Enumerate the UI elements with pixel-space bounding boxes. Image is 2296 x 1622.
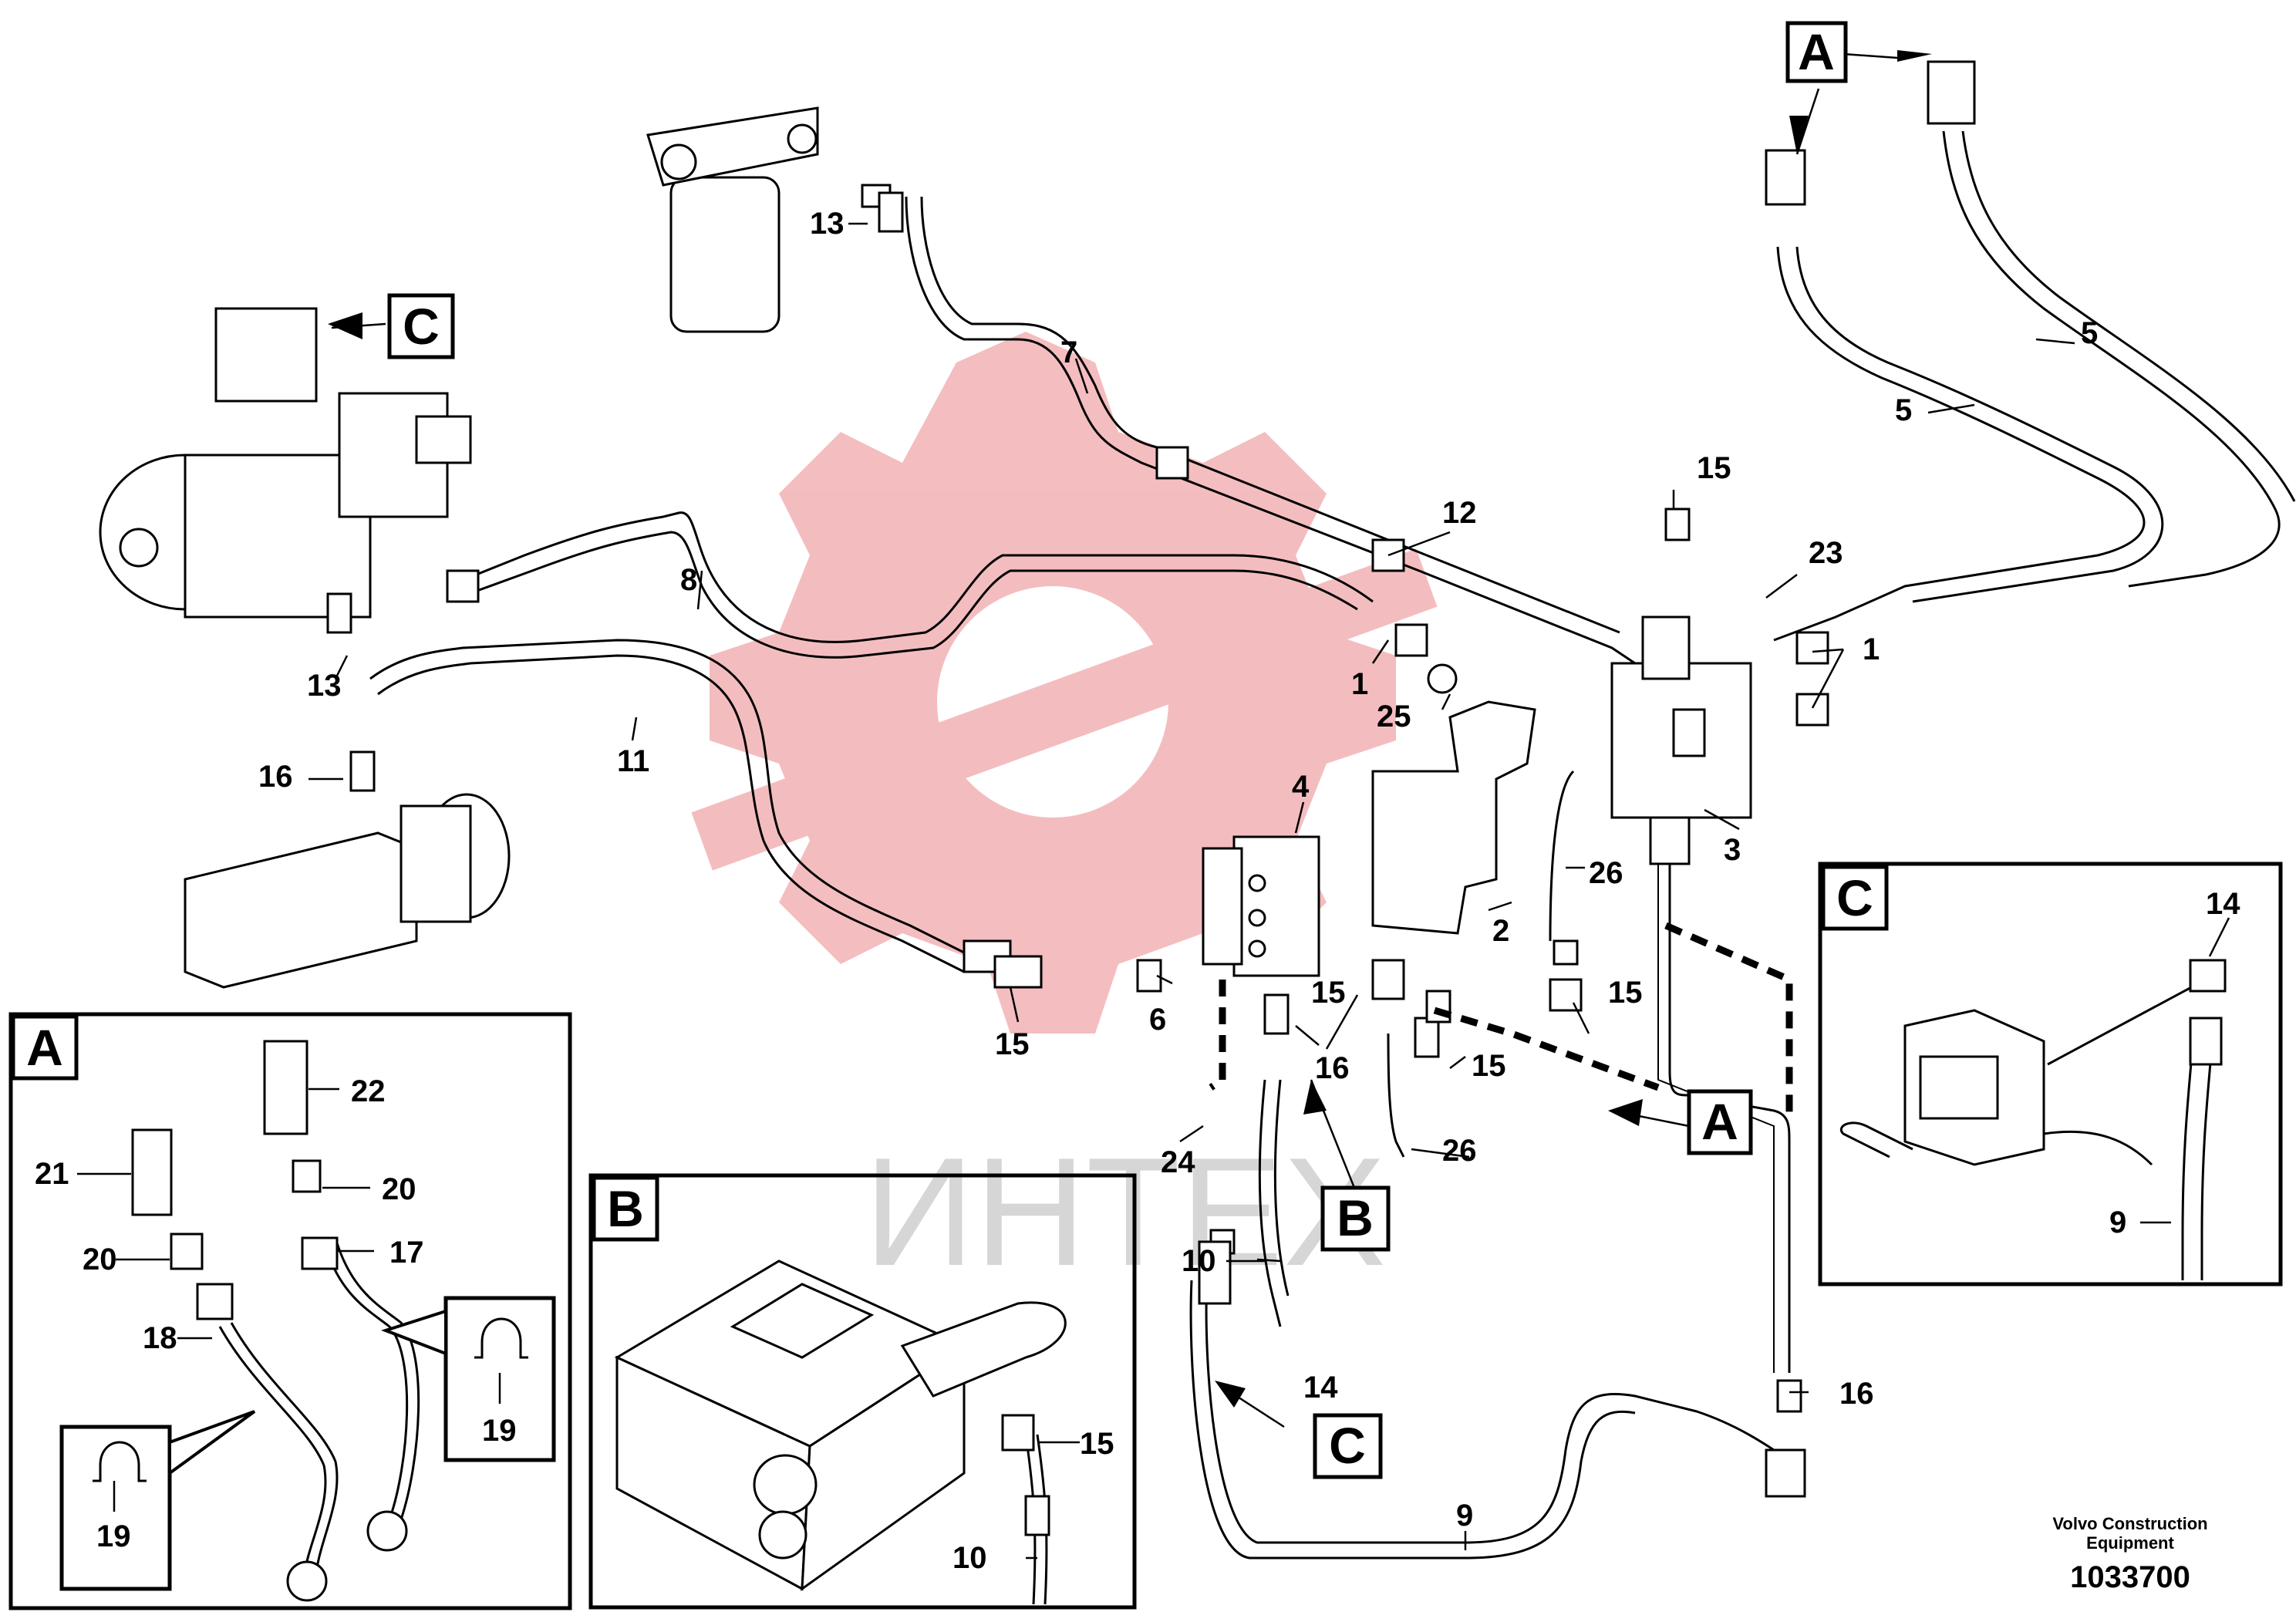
part-number-label: 5 [2081, 316, 2098, 350]
part-number-label: 15 [1080, 1427, 1114, 1461]
pipe-26-upper [1549, 770, 1575, 942]
route-dash-2 [1433, 1007, 1660, 1091]
part-number-label: 8 [680, 563, 697, 597]
hose-5-right-b [1961, 130, 2296, 502]
main-assembly: A C A B C 13 7 12 [99, 21, 2296, 1560]
part-number-label: 17 [389, 1236, 424, 1270]
part-number-label: 20 [382, 1172, 416, 1206]
part-number-label: 1 [1351, 667, 1368, 701]
part-number-label: 10 [1182, 1244, 1216, 1278]
part-number-label: 2 [1492, 914, 1509, 948]
hose-10-b [1273, 1079, 1290, 1297]
part-number-label: 1 [1863, 632, 1880, 666]
part-number-label: 14 [2206, 887, 2240, 921]
watermark-logo [691, 332, 1438, 1034]
document-info: Volvo Construction Equipment 1033700 [2052, 1514, 2207, 1594]
part-number-label: 13 [307, 669, 342, 703]
filter-assembly [646, 106, 819, 333]
view-callout-letter: A [1798, 23, 1835, 80]
part-number-label: 24 [1161, 1145, 1195, 1179]
pipe-26-lower [1387, 1033, 1405, 1158]
part-number-label: 15 [1311, 976, 1346, 1010]
control-valve-block [184, 793, 511, 989]
part-number-label: 22 [351, 1074, 386, 1108]
watermark-text: ИНТЕХ [864, 1126, 1386, 1298]
inset-c-title: C [1836, 869, 1873, 926]
hose-5-right [1942, 130, 2281, 588]
pump-assembly [99, 307, 472, 619]
part-number-label: 10 [952, 1541, 987, 1575]
part-number-label: 15 [1472, 1049, 1506, 1083]
part-number-label: 16 [258, 760, 293, 794]
part-number-label: 15 [1697, 451, 1731, 485]
hose-11-b [377, 654, 965, 973]
part-number-label: 26 [1589, 856, 1623, 890]
part-number-label: 15 [995, 1027, 1030, 1061]
part-number-label: 6 [1149, 1003, 1166, 1037]
part-number-label: 16 [1839, 1377, 1874, 1411]
part-number-label: 23 [1809, 536, 1843, 570]
hose-5-left [1773, 246, 2146, 642]
callout-c-top: C [387, 293, 455, 359]
callout-a-top: A [1785, 21, 1848, 83]
hose-7-b [920, 196, 1620, 634]
company-line-2: Equipment [2086, 1533, 2174, 1553]
part-number-label: 16 [1315, 1051, 1350, 1085]
hose-11 [369, 639, 973, 958]
part-number-label: 4 [1292, 770, 1310, 804]
leader-lines [308, 52, 2075, 1550]
part-number-label: 19 [96, 1519, 131, 1553]
callout-a-mid: A [1687, 1089, 1753, 1155]
callout-arrows [328, 50, 1932, 1408]
part-number-label: 25 [1377, 700, 1411, 733]
part-number-label: 18 [143, 1321, 177, 1355]
part-number-label: 11 [617, 744, 649, 778]
inset-b: B 15 10 [588, 1173, 1137, 1610]
hose-8 [447, 511, 1374, 643]
view-callout-letter: C [1329, 1417, 1366, 1474]
part-number-label: 3 [1724, 833, 1741, 867]
company-line-1: Volvo Construction [2052, 1514, 2207, 1533]
part-number-label: 13 [810, 207, 845, 241]
part-number-label: 12 [1442, 496, 1477, 530]
callout-b-mid: B [1320, 1185, 1391, 1252]
valve-block-3 [1610, 615, 1752, 865]
part-labels-main: 13 7 12 15 23 5 5 8 13 1 1 25 11 16 4 3 … [258, 207, 2098, 1533]
hose-5-left-b [1795, 246, 2164, 603]
inset-a: A 22 20 17 21 20 18 19 [8, 1012, 572, 1610]
part-number-label: 7 [1060, 336, 1077, 369]
hose-9 [1205, 1280, 1798, 1544]
part-number-label: 14 [1303, 1371, 1338, 1404]
manifold-4 [1202, 835, 1320, 977]
view-callout-letter: A [1701, 1093, 1738, 1150]
part-number-label: 5 [1895, 393, 1912, 427]
hose-7 [905, 196, 1636, 665]
part-number-label: 21 [35, 1157, 69, 1191]
part-number-label: 9 [1456, 1499, 1473, 1533]
watermark-wrench-bar [691, 548, 1438, 871]
route-dash-3 [1209, 980, 1226, 1091]
part-number-label: 26 [1442, 1134, 1477, 1168]
hose-9-b [1189, 1280, 1636, 1560]
inset-a-title: A [26, 1019, 63, 1076]
view-callout-letter: C [403, 298, 440, 355]
hose-10 [1258, 1079, 1282, 1327]
hose-8-b [447, 531, 1358, 659]
inset-c: C 14 9 [1818, 862, 2283, 1286]
inset-b-title: B [607, 1180, 644, 1237]
part-number-label: 15 [1608, 976, 1643, 1010]
part-number-label: 19 [482, 1414, 517, 1448]
part-number-label: 9 [2109, 1206, 2126, 1239]
fittings [326, 60, 1976, 1498]
part-number-label: 20 [83, 1243, 117, 1276]
route-dash-1 [1664, 922, 1793, 1118]
view-callout-letter: B [1337, 1189, 1374, 1246]
drawing-number: 1033700 [2070, 1560, 2190, 1594]
bracket-2 [1371, 700, 1536, 935]
callout-c-bottom: C [1313, 1413, 1383, 1479]
